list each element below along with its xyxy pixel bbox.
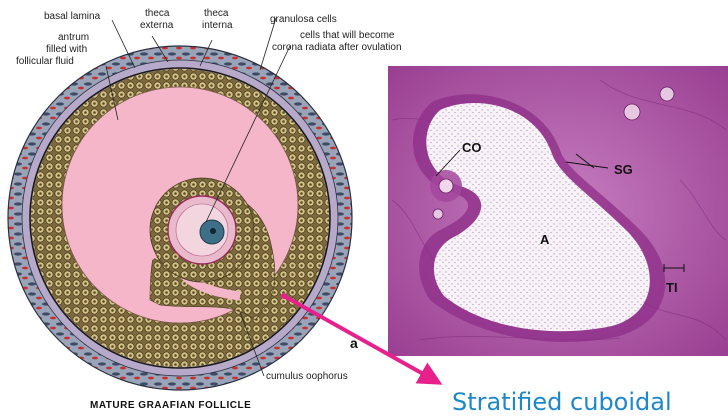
- label-ti: TI: [666, 280, 678, 295]
- label-basal-lamina: basal lamina: [44, 11, 101, 22]
- nucleolus: [210, 228, 216, 234]
- arrow-origin-dot: [281, 293, 287, 299]
- label-corona-line1: cells that will become: [300, 30, 395, 41]
- label-theca-interna-line2: interna: [202, 20, 233, 31]
- small-follicle-3: [433, 209, 443, 219]
- label-granulosa-cells: granulosa cells: [270, 14, 337, 25]
- label-co: CO: [462, 140, 482, 155]
- label-cumulus-oophorus: cumulus oophorus: [266, 371, 348, 382]
- graafian-follicle-drawing: basal lamina theca externa theca interna…: [8, 8, 402, 411]
- micrograph-oocyte: [439, 179, 453, 193]
- label-antrum-line1: antrum: [58, 32, 89, 43]
- annotation-text: Stratified cuboidal: [452, 388, 672, 414]
- micrograph-panel: CO SG A TI: [388, 66, 728, 356]
- label-theca-externa-line1: theca: [145, 8, 170, 19]
- label-a: A: [540, 232, 550, 247]
- figure-caption: MATURE GRAAFIAN FOLLICLE: [90, 400, 251, 411]
- label-theca-externa-line2: externa: [140, 20, 174, 31]
- label-antrum-line2: filled with: [46, 44, 87, 55]
- label-sg: SG: [614, 162, 633, 177]
- label-theca-interna-line1: theca: [204, 8, 229, 19]
- label-antrum-line3: follicular fluid: [16, 56, 74, 67]
- small-follicle-2: [660, 87, 674, 101]
- label-corona-line2: corona radiata after ovulation: [272, 42, 402, 53]
- small-follicle-1: [624, 104, 640, 120]
